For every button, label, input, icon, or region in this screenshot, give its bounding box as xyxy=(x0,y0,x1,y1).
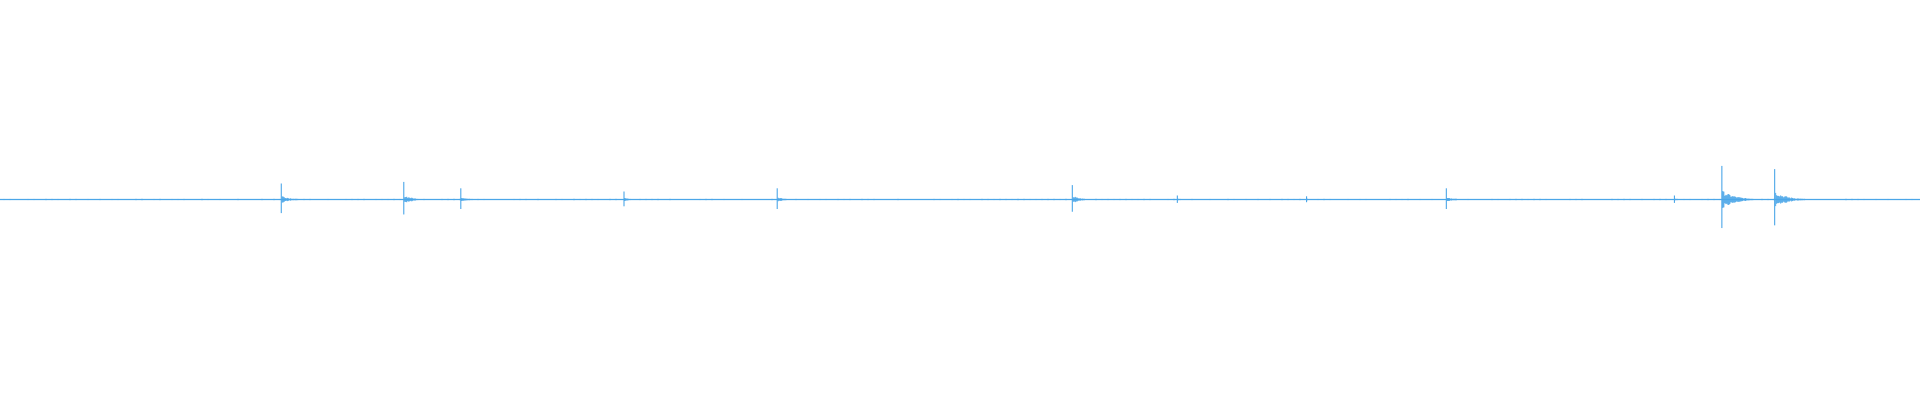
waveform-spike-tail xyxy=(1775,192,1812,207)
waveform-spike-tail xyxy=(624,198,642,201)
waveform-spike-tail xyxy=(1722,191,1762,208)
waveform-spike-tail xyxy=(1674,198,1686,201)
waveform-group xyxy=(0,165,1920,229)
waveform-spike-tail xyxy=(777,197,797,202)
waveform-spike-tail xyxy=(404,196,430,203)
waveform-spike-tail xyxy=(281,196,306,203)
waveform-spike-tail xyxy=(1446,198,1466,201)
waveform-spike-tail xyxy=(461,198,481,201)
waveform-spike-tail xyxy=(1307,198,1319,201)
waveform-spike-tail xyxy=(1072,196,1095,203)
